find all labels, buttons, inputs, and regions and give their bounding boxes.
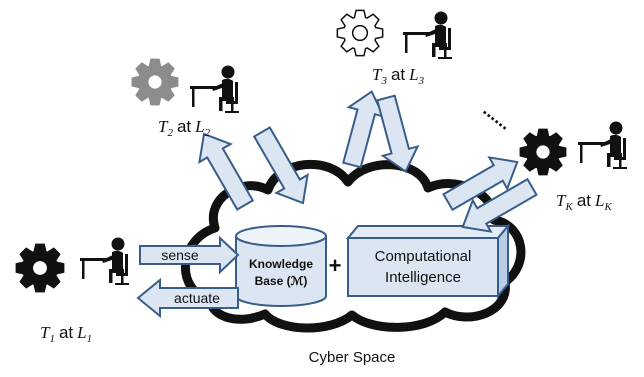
- knowledge-base-label-line1: Knowledge: [249, 257, 313, 271]
- cyber-space-label: Cyber Space: [309, 349, 396, 366]
- gear-icon-t3: [336, 9, 384, 57]
- arrow-t2-to-kb: [252, 126, 309, 205]
- user-icon-t2: [190, 65, 239, 113]
- sense-arrow-label: sense: [161, 247, 199, 263]
- knowledge-base-label-line2: Base (ℳ): [255, 274, 308, 288]
- computational-intelligence-line1: Computational: [375, 248, 472, 265]
- computational-intelligence-line2: Intelligence: [385, 269, 461, 286]
- arrow-kb-to-t2: [198, 132, 255, 211]
- arrow-tk-to-cloud: [461, 177, 538, 233]
- arrow-t3-to-cloud: [376, 94, 420, 173]
- computational-intelligence-box: [345, 223, 511, 299]
- more-tasks-ellipsis: ......: [480, 99, 516, 133]
- user-icon-t3: [403, 11, 452, 59]
- user-icon-t1: [80, 237, 129, 285]
- sense-arrow: [139, 235, 240, 275]
- actuate-arrow-label: actuate: [174, 290, 220, 306]
- actuate-arrow: [136, 277, 239, 319]
- gear-icon-tk: [519, 128, 567, 176]
- gear-icon-t2: [131, 58, 179, 106]
- arrow-cloud-to-tk: [442, 156, 519, 212]
- plus-sign: +: [329, 253, 342, 278]
- gear-icon-t1: [15, 243, 65, 293]
- user-icon-tk: [578, 121, 627, 169]
